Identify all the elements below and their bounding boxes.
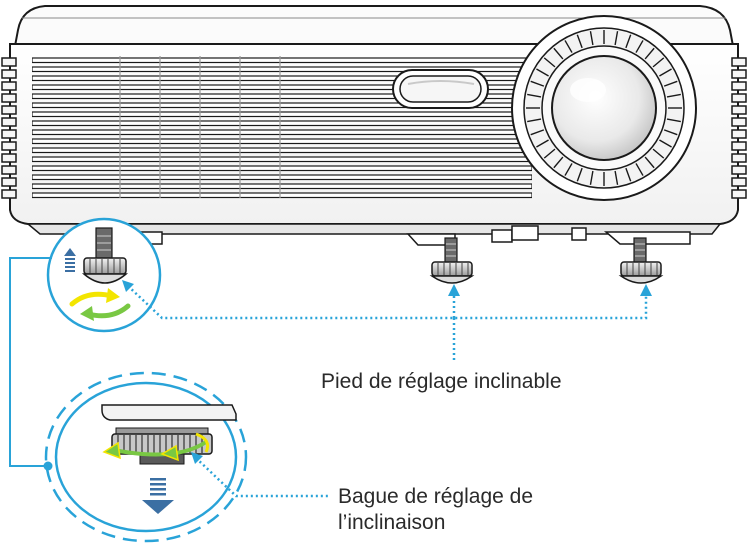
vent-slat (32, 75, 532, 82)
focus-ring-notch (625, 34, 632, 49)
vent-slat (32, 84, 532, 91)
vent-slat (32, 57, 532, 64)
focus-ring-notch (614, 31, 619, 46)
vent-slat (32, 129, 532, 136)
focus-ring-notch (666, 93, 681, 98)
focus-ring-notch (663, 80, 678, 87)
focus-ring-notch (589, 31, 594, 46)
focus-ring-notch (553, 47, 564, 60)
focus-ring-notch (564, 163, 573, 176)
focus-ring-notch (536, 139, 549, 148)
vent-slat (32, 147, 532, 154)
tilt-ring-callout (191, 452, 330, 498)
zoom-connector (9, 257, 53, 471)
focus-ring-notch (652, 57, 665, 68)
vent-slat (32, 183, 532, 190)
arrow-up-icon (64, 248, 76, 272)
focus-ring-notch (663, 129, 678, 136)
arrow-down-icon (142, 478, 174, 514)
vent-slat (32, 192, 532, 199)
tilt-foot-label: Pied de réglage inclinable (321, 370, 562, 393)
focus-ring-notch (659, 139, 672, 148)
tilt-ring-zoom-circle (44, 371, 248, 543)
ir-sensor-window (392, 69, 489, 109)
focus-ring-notch (576, 34, 583, 49)
tilt-foot-front-right (618, 237, 664, 284)
vent-slat (32, 120, 532, 127)
tilt-foot-callout (127, 285, 648, 360)
tilt-ring-label-line-2: l’inclinaison (338, 511, 446, 534)
tilt-foot-front-center (429, 237, 475, 284)
ventilation-grille (32, 57, 532, 199)
focus-ring-notch (589, 170, 594, 185)
focus-ring-notch (666, 118, 681, 123)
vent-slat (32, 165, 532, 172)
tilt-ring-label: Bague de réglage de l’inclinaison (338, 484, 533, 536)
focus-ring-notch (644, 47, 655, 60)
focus-ring-notch (530, 129, 545, 136)
focus-ring-notch (527, 118, 542, 123)
vent-slat (32, 102, 532, 109)
focus-ring-notch (543, 57, 556, 68)
vent-slat (32, 66, 532, 73)
vent-slat (32, 93, 532, 100)
focus-ring-notch (644, 156, 655, 169)
tilt-foot-callout-arrowheads (122, 280, 652, 296)
focus-ring-notch (564, 40, 573, 53)
rotate-arrows-icon (69, 288, 131, 321)
focus-ring-notch (527, 93, 542, 98)
left-side-grip (1, 57, 17, 199)
focus-ring-notch (553, 156, 564, 169)
focus-ring-notch (625, 167, 632, 182)
focus-ring-notch (536, 68, 549, 77)
vent-slat (32, 156, 532, 163)
focus-ring-notch (659, 68, 672, 77)
grille-dividers (119, 56, 281, 198)
focus-ring-notch (614, 170, 619, 185)
vent-slat (32, 111, 532, 118)
vent-slat (32, 138, 532, 145)
vent-slat (32, 174, 532, 181)
focus-ring-notch (635, 40, 644, 53)
focus-ring (526, 30, 682, 186)
tilt-ring-label-line-1: Bague de réglage de (338, 485, 533, 508)
focus-ring-notch (530, 80, 545, 87)
focus-ring-notch (576, 167, 583, 182)
focus-ring-notch (652, 148, 665, 159)
focus-ring-notch (543, 148, 556, 159)
tilt-foot-zoom-circle (46, 217, 162, 333)
focus-ring-notch (635, 163, 644, 176)
lens-assembly (511, 15, 697, 201)
right-side-grip (731, 57, 747, 199)
